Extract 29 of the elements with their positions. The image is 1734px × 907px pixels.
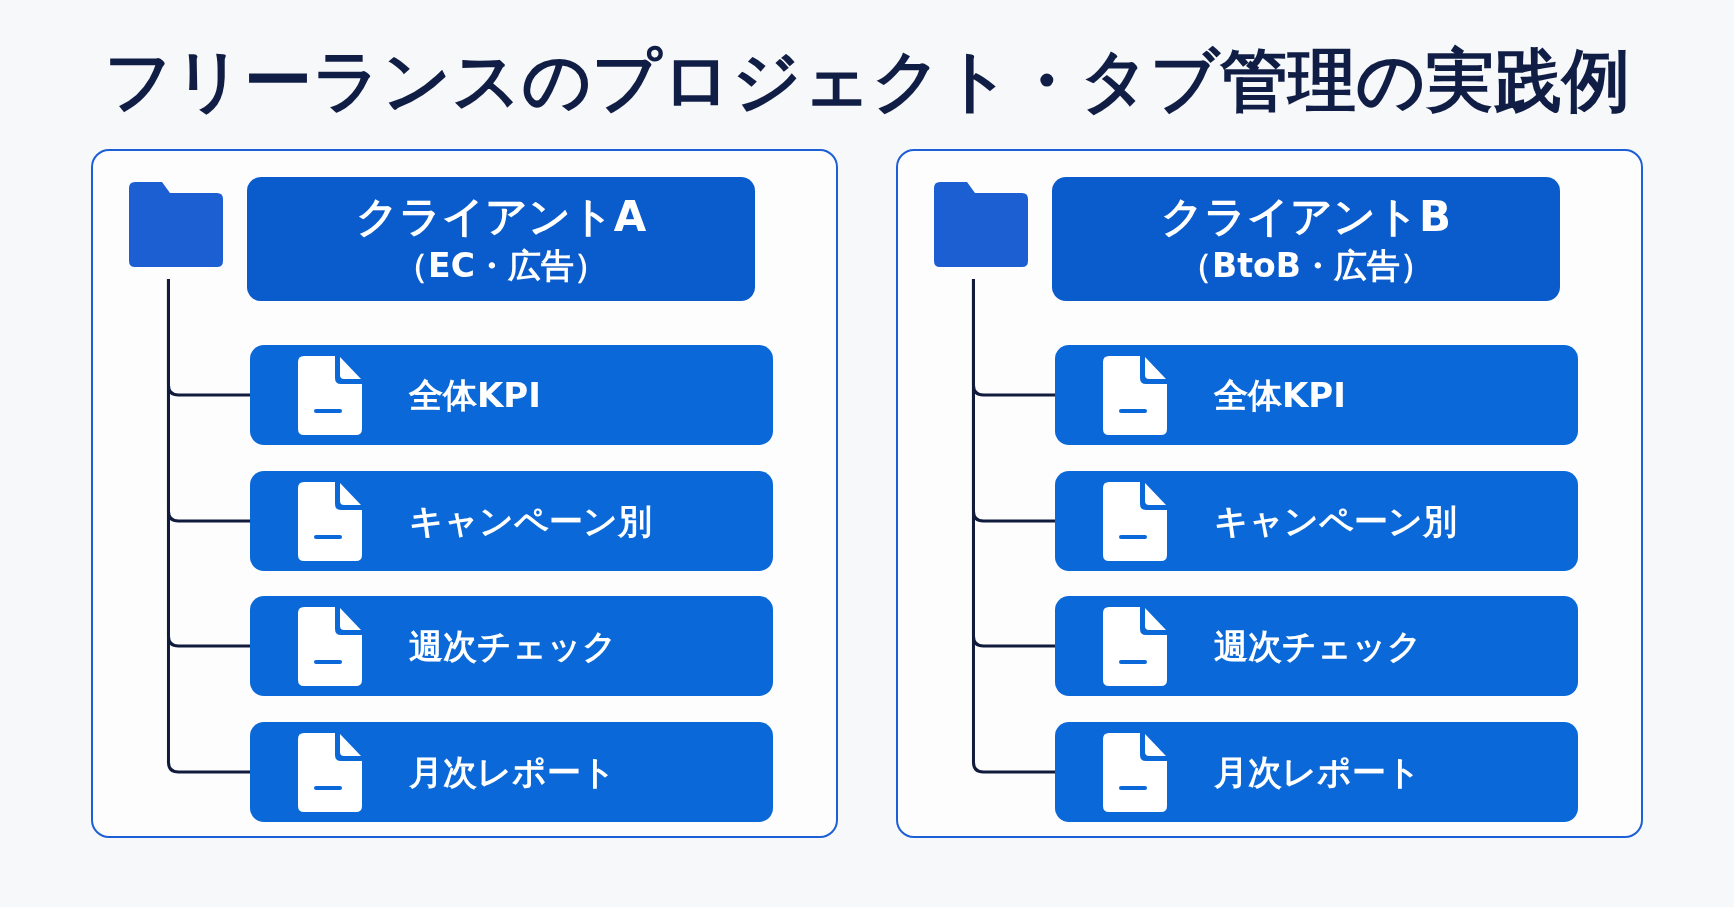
panel: [91, 149, 838, 838]
tree-connector: [167, 279, 250, 774]
file-box: [1055, 471, 1578, 571]
file-name: キャンペーン別: [409, 500, 652, 542]
file-name: 週次チェック: [409, 625, 617, 667]
client-category: （EC・広告）: [395, 246, 607, 286]
tree-connector: [972, 279, 1055, 774]
file-name: 月次レポート: [1214, 751, 1421, 793]
title: フリーランスのプロジェクト・タブ管理の実践例: [103, 40, 1631, 122]
client-name: クライアントB: [1161, 192, 1451, 243]
file-box: [1055, 722, 1578, 822]
folder-icon: [934, 182, 1028, 267]
file-name: 週次チェック: [1214, 625, 1422, 667]
file-box: [250, 722, 773, 822]
panel: [896, 149, 1643, 838]
header-box: [1052, 177, 1560, 301]
client-name: クライアントA: [355, 192, 647, 243]
file-name: 全体KPI: [409, 374, 541, 416]
file-box: [1055, 345, 1578, 445]
file-name: キャンペーン別: [1214, 500, 1457, 542]
file-name: 全体KPI: [1214, 374, 1346, 416]
file-box: [250, 596, 773, 696]
file-box: [250, 345, 773, 445]
file-box: [250, 471, 773, 571]
folder-icon: [129, 182, 223, 267]
file-box: [1055, 596, 1578, 696]
header-box: [247, 177, 755, 301]
file-name: 月次レポート: [409, 751, 616, 793]
client-category: （BtoB・広告）: [1179, 246, 1433, 286]
